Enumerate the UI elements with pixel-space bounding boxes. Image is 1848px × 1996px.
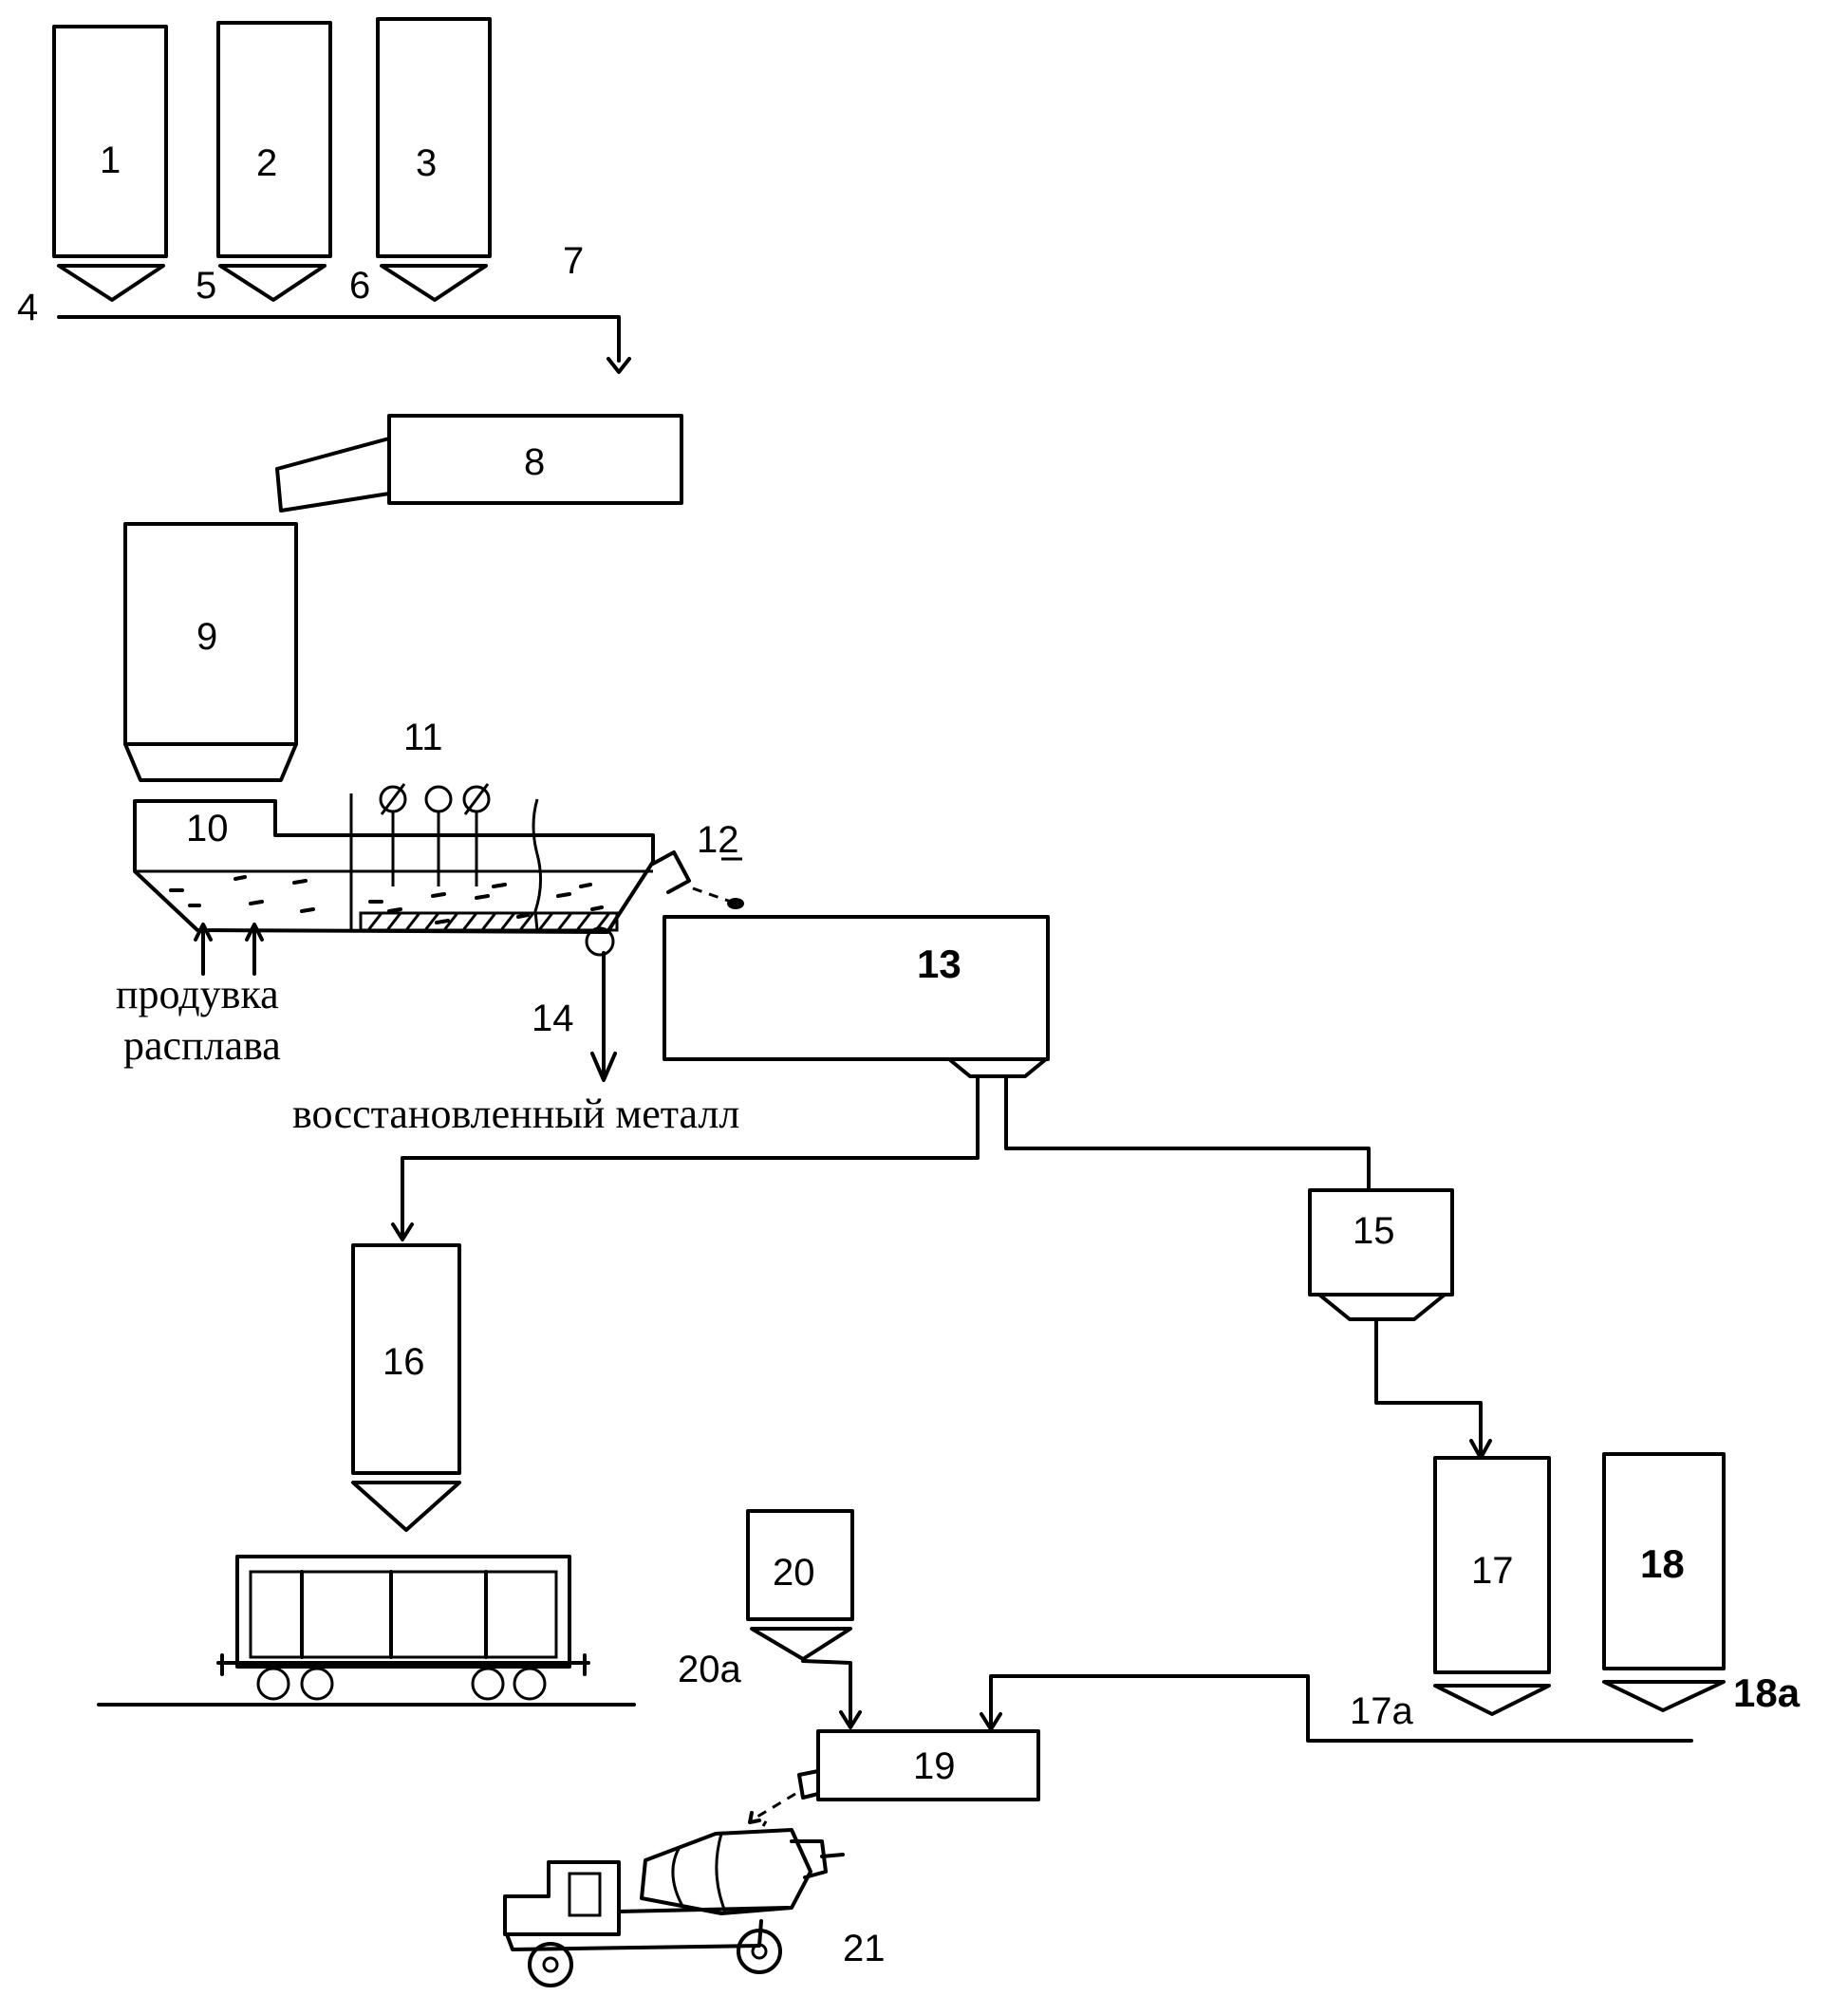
label-16: 16 bbox=[383, 1341, 425, 1383]
label-8: 8 bbox=[524, 441, 545, 483]
mixer-19 bbox=[750, 1731, 1038, 1822]
railway-wagon bbox=[99, 1557, 634, 1705]
blow-arrow-1 bbox=[196, 924, 211, 974]
label-5: 5 bbox=[196, 265, 216, 307]
label-10: 10 bbox=[186, 808, 229, 849]
label-13: 13 bbox=[917, 942, 961, 986]
hopper-20 bbox=[748, 1511, 860, 1727]
label-18: 18 bbox=[1640, 1541, 1685, 1586]
label-12: 12 bbox=[697, 819, 739, 861]
label-3: 3 bbox=[416, 142, 437, 184]
metal-outlet-14 bbox=[592, 953, 615, 1080]
label-21: 21 bbox=[843, 1928, 886, 1969]
label-20: 20 bbox=[773, 1552, 815, 1594]
bunker-16 bbox=[353, 1245, 459, 1530]
label-6: 6 bbox=[349, 265, 370, 307]
unit-15 bbox=[1310, 1190, 1490, 1458]
caption-blow-line1: продувка bbox=[116, 971, 279, 1017]
label-1: 1 bbox=[100, 140, 121, 181]
mixer-truck-21 bbox=[505, 1817, 843, 1986]
label-18a: 18а bbox=[1733, 1670, 1801, 1715]
blow-arrow-2 bbox=[247, 924, 262, 974]
slag-flow-12 bbox=[693, 888, 731, 902]
label-11: 11 bbox=[403, 717, 443, 758]
cement-conveyor bbox=[991, 1676, 1691, 1741]
label-15: 15 bbox=[1353, 1210, 1395, 1252]
label-9: 9 bbox=[196, 616, 217, 658]
caption-blow-line2: расплава bbox=[123, 1022, 281, 1069]
chute-8-9 bbox=[277, 438, 389, 511]
caption-reduced-metal: восстановленный металл bbox=[292, 1091, 739, 1137]
label-7: 7 bbox=[563, 240, 584, 282]
label-19: 19 bbox=[913, 1745, 956, 1787]
unit-13 bbox=[393, 917, 1369, 1240]
label-2: 2 bbox=[256, 142, 277, 184]
label-17: 17 bbox=[1471, 1550, 1514, 1592]
slag-drop bbox=[727, 898, 744, 909]
label-14: 14 bbox=[532, 998, 574, 1039]
label-17a: 17а bbox=[1350, 1690, 1413, 1732]
label-4: 4 bbox=[17, 287, 38, 328]
collecting-conveyor-line bbox=[59, 317, 619, 361]
label-20a: 20а bbox=[678, 1649, 741, 1690]
